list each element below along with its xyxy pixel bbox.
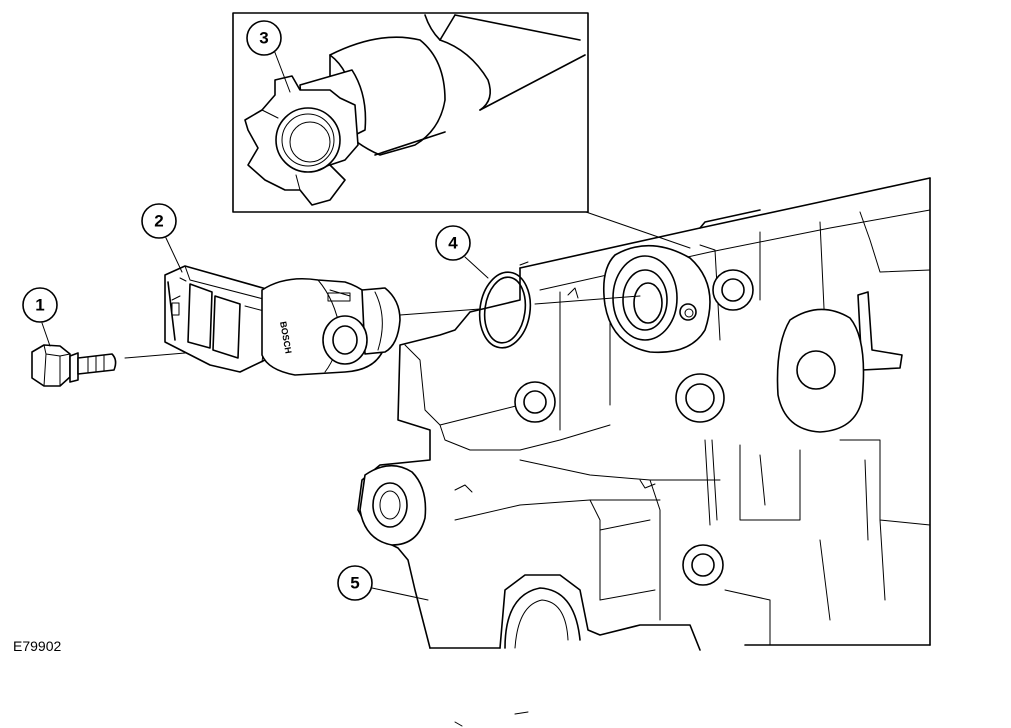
sensor: BOSCH: [164, 265, 401, 376]
figure-code: E79902: [13, 638, 62, 654]
callout-5: 5: [337, 565, 429, 601]
callout-1: 1: [22, 287, 58, 347]
o-ring: [478, 271, 532, 349]
callout-3: 3: [246, 20, 282, 56]
callout-5-label: 5: [350, 574, 359, 593]
callout-1-label: 1: [35, 296, 44, 315]
bolt: [31, 344, 117, 387]
callout-2: 2: [141, 203, 183, 273]
camshaft-detail-inset: [232, 12, 589, 213]
callout-2-label: 2: [154, 212, 163, 231]
engine-block: [357, 177, 931, 651]
callout-4: 4: [435, 225, 489, 279]
callout-4-label: 4: [448, 234, 458, 253]
callout-3-label: 3: [259, 29, 268, 48]
